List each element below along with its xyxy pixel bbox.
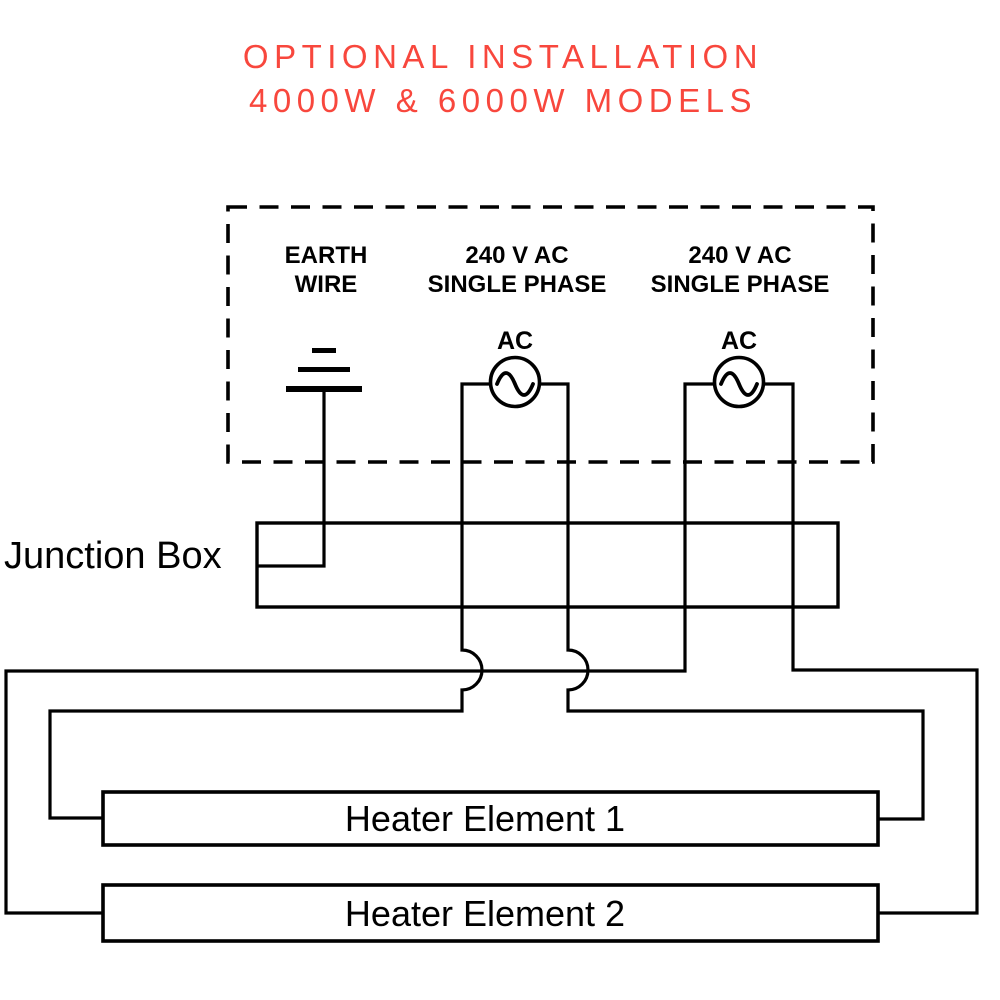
- title-line-1: OPTIONAL INSTALLATION: [243, 38, 763, 75]
- earth-bar-short: [312, 348, 336, 353]
- ac-source-2-symbol-label: AC: [721, 327, 757, 355]
- heater-element-2-label: Heater Element 2: [345, 893, 625, 934]
- wire-source1-left-to-heater1: [48, 382, 515, 820]
- title-line-2: 4000W & 6000W MODELS: [249, 82, 757, 119]
- heater-element-1: Heater Element 1: [101, 790, 880, 847]
- source2-label-line-2: SINGLE PHASE: [651, 271, 830, 298]
- earth-wire-label-line-1: EARTH: [285, 242, 368, 269]
- ac-source-2-icon: AC: [712, 327, 766, 409]
- wires: [4, 382, 979, 915]
- wire-source2-right-to-heater2: [739, 382, 979, 915]
- source1-label-line-2: SINGLE PHASE: [428, 271, 607, 298]
- earth-ground-icon: [286, 348, 362, 392]
- heater-element-2-box: [101, 883, 880, 943]
- dashed-enclosure-border: [226, 205, 875, 464]
- heater-element-2: Heater Element 2: [101, 883, 880, 943]
- ac-source-2-sine-wave: [719, 371, 759, 397]
- page-title: OPTIONAL INSTALLATION 4000W & 6000W MODE…: [243, 38, 763, 119]
- earth-wire-label-line-2: WIRE: [295, 271, 358, 298]
- supply-enclosure: EARTH WIRE 240 V AC SINGLE PHASE 240 V A…: [226, 205, 875, 464]
- junction-box-outline: [255, 521, 840, 609]
- earth-bar-long: [286, 386, 362, 392]
- junction-box-label: Junction Box: [4, 535, 222, 577]
- source2-label-line-1: 240 V AC: [688, 242, 791, 269]
- source1-label-line-1: 240 V AC: [465, 242, 568, 269]
- earth-bar-medium: [298, 367, 350, 372]
- wire-earth-to-junction-box: [258, 391, 326, 568]
- heater-element-1-label: Heater Element 1: [345, 798, 625, 839]
- ac-source-1-sine-wave: [495, 371, 535, 397]
- junction-box: Junction Box: [4, 521, 840, 609]
- ac-source-1-icon: AC: [488, 327, 542, 409]
- ac-source-1-symbol-label: AC: [497, 327, 533, 355]
- wire-source2-left-to-heater2: [4, 382, 739, 915]
- wire-source1-right-to-heater1: [515, 382, 925, 821]
- heater-element-1-box: [101, 790, 880, 847]
